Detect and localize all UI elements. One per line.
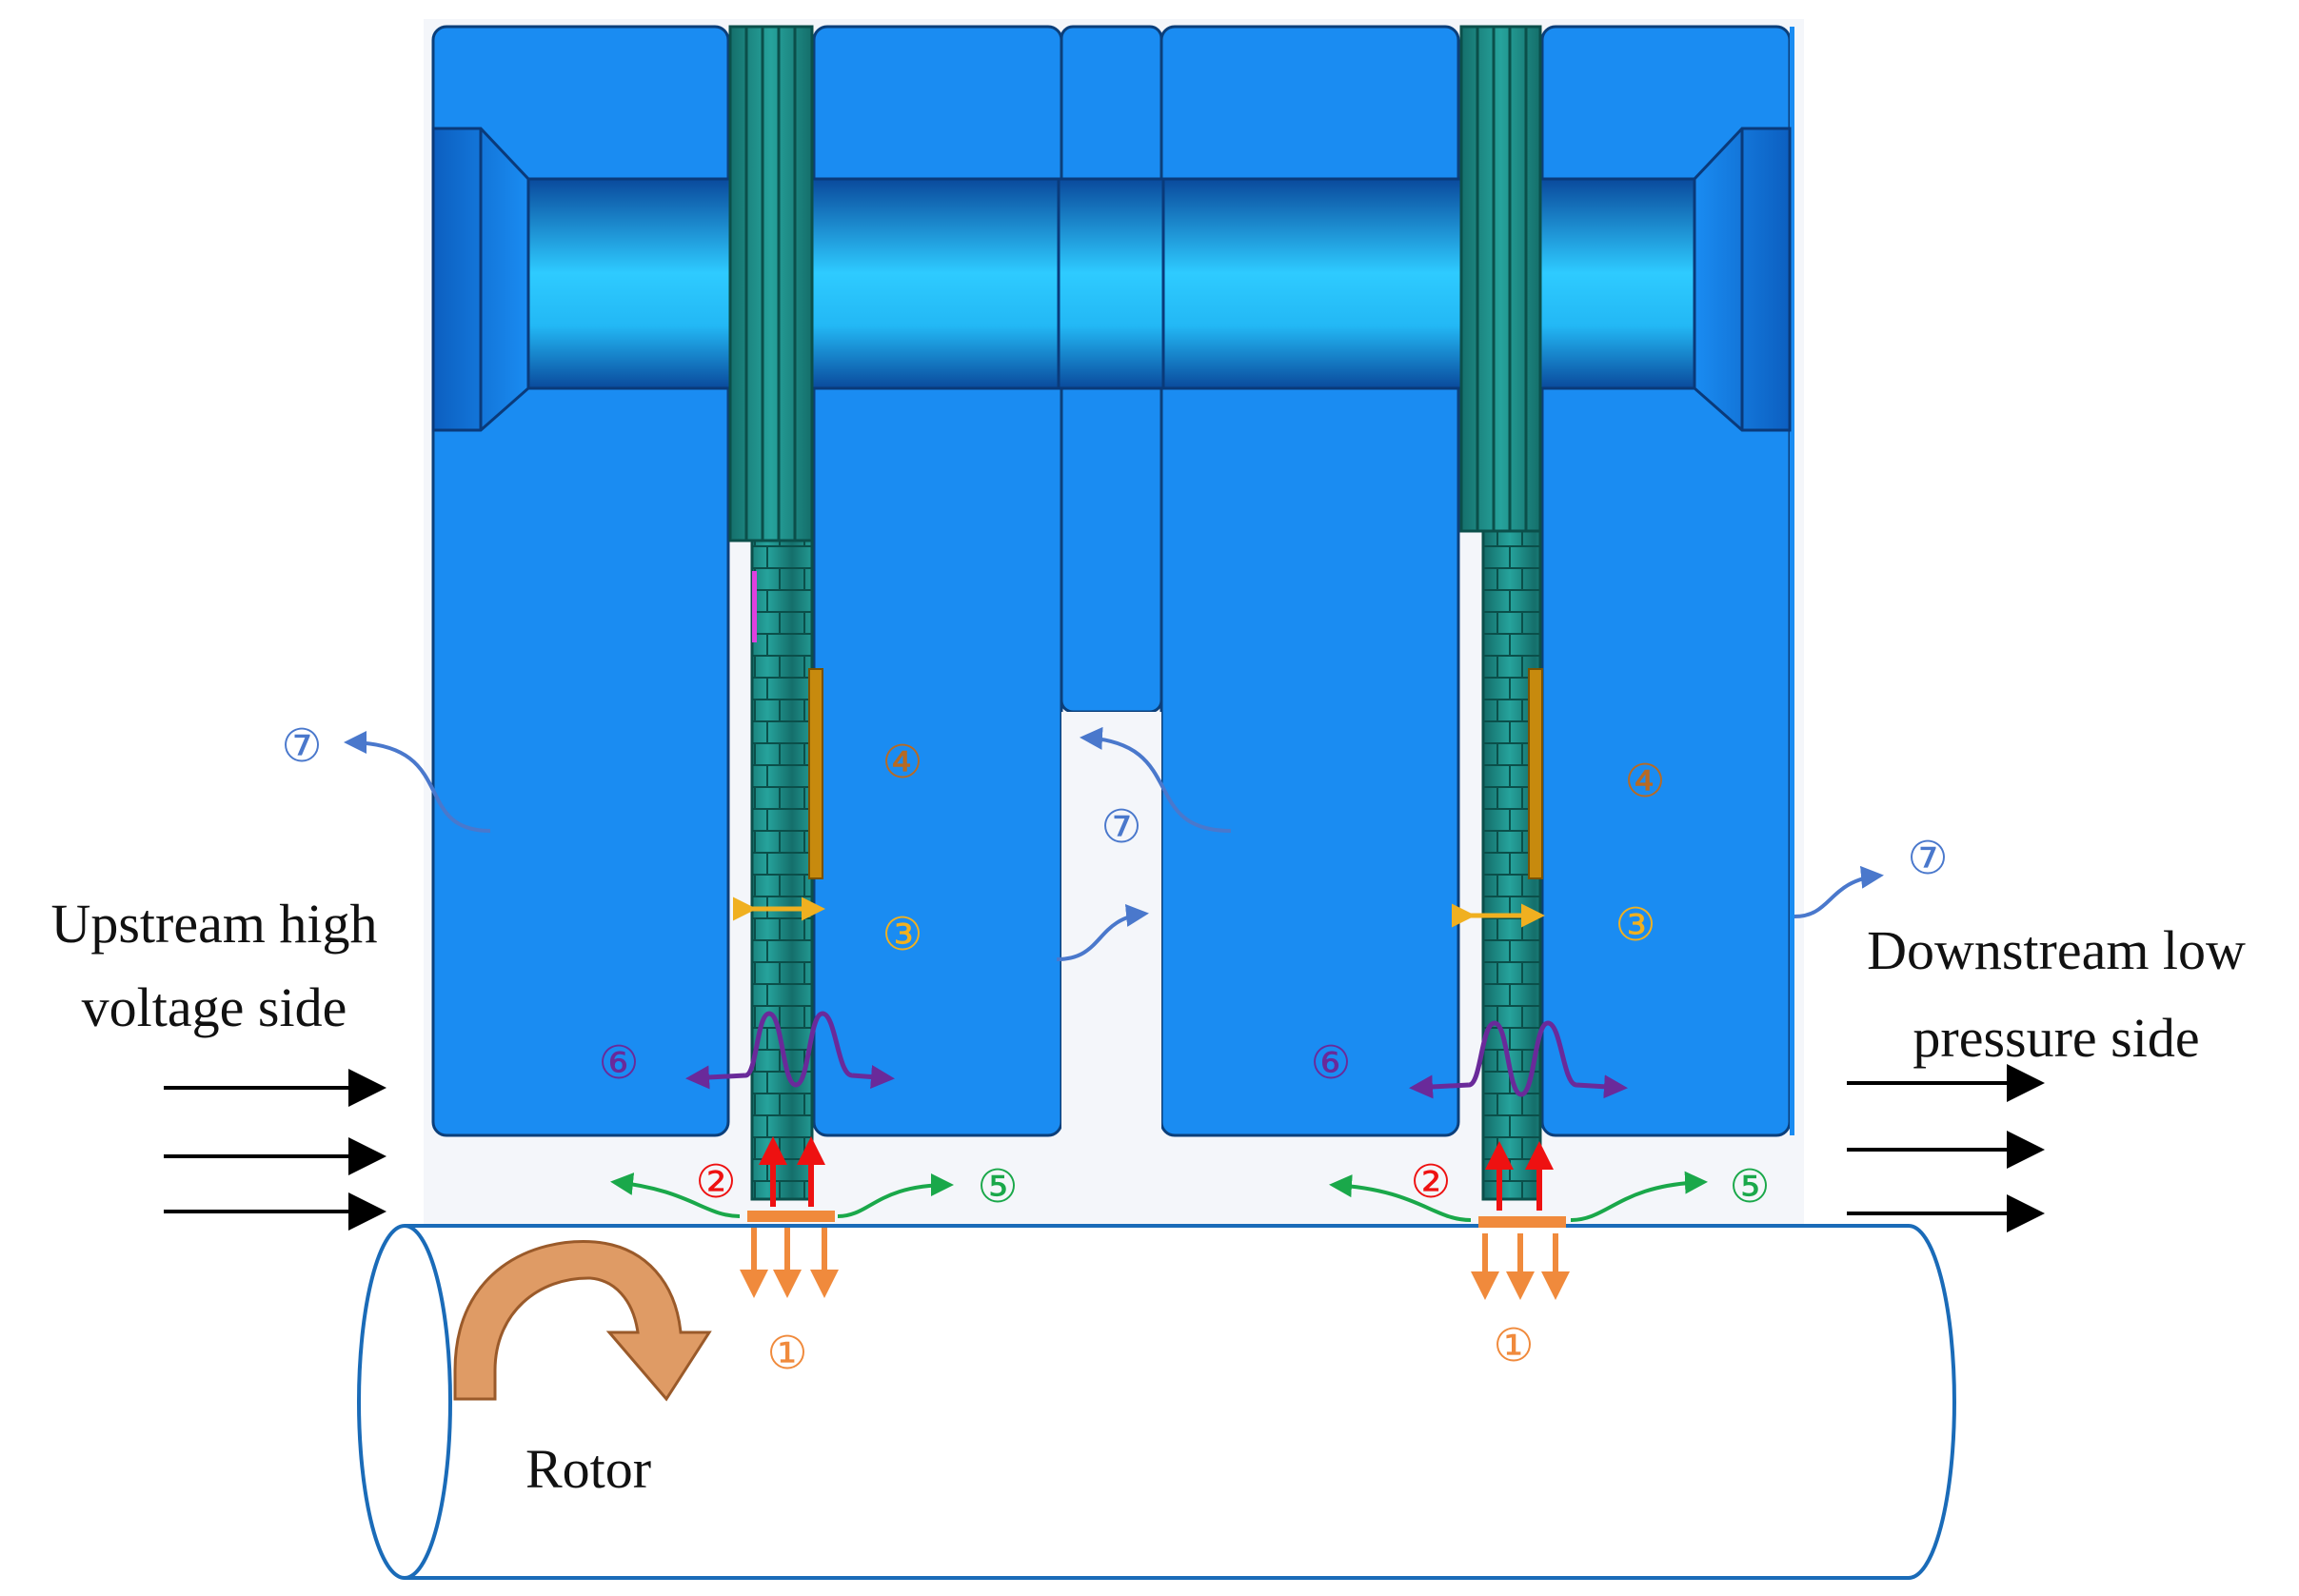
rotation-arrow <box>453 1240 712 1402</box>
marker-1-left: ① <box>766 1329 807 1379</box>
seal-block-6 <box>1790 27 1794 1135</box>
mechanism-right <box>1329 903 1708 1300</box>
contact-pad-left <box>747 1211 835 1222</box>
friction-strip-right <box>1528 668 1543 879</box>
marker-2-left: ② <box>695 1157 736 1208</box>
upstream-flow-arrows <box>164 1069 386 1231</box>
heat-arrows <box>344 726 1884 961</box>
downstream-label-line1: Downstream low <box>1867 919 2246 981</box>
marker-7-center: ⑦ <box>1100 802 1141 853</box>
marker-7-right: ⑦ <box>1907 834 1948 884</box>
marker-5-left: ⑤ <box>977 1162 1018 1212</box>
marker-7-left: ⑦ <box>281 721 322 772</box>
marker-3-right: ③ <box>1615 900 1655 951</box>
contact-pad-right <box>1478 1216 1566 1228</box>
marker-6-right: ⑥ <box>1310 1038 1351 1089</box>
marker-4-right: ④ <box>1624 757 1665 807</box>
packing-stack-right <box>1459 25 1543 1201</box>
marker-4-left: ④ <box>882 738 922 788</box>
packing-stack-left <box>728 25 823 1201</box>
rotor-label: Rotor <box>525 1438 651 1500</box>
marker-labels: ① ① ② ② ③ ③ ④ ④ ⑤ ⑤ ⑥ ⑥ ⑦ ⑦ ⑦ <box>281 721 1948 1379</box>
upstream-label-line1: Upstream high <box>50 893 377 955</box>
marker-3-left: ③ <box>882 910 922 960</box>
upstream-label-line2: voltage side <box>82 976 347 1038</box>
rotor-cylinder <box>357 1224 1956 1580</box>
downstream-label-line2: pressure side <box>1913 1007 2199 1069</box>
friction-strip-left <box>808 668 823 879</box>
side-labels: Upstream high voltage side Downstream lo… <box>50 893 2246 1500</box>
marker-2-right: ② <box>1410 1157 1451 1208</box>
marker-6-left: ⑥ <box>598 1038 639 1089</box>
pink-mark <box>752 571 757 642</box>
rotor-end-face <box>357 1224 452 1580</box>
downstream-flow-arrows <box>1847 1064 2045 1232</box>
marker-1-right: ① <box>1493 1321 1534 1371</box>
mechanism-left <box>610 897 954 1298</box>
marker-5-right: ⑤ <box>1729 1162 1770 1212</box>
